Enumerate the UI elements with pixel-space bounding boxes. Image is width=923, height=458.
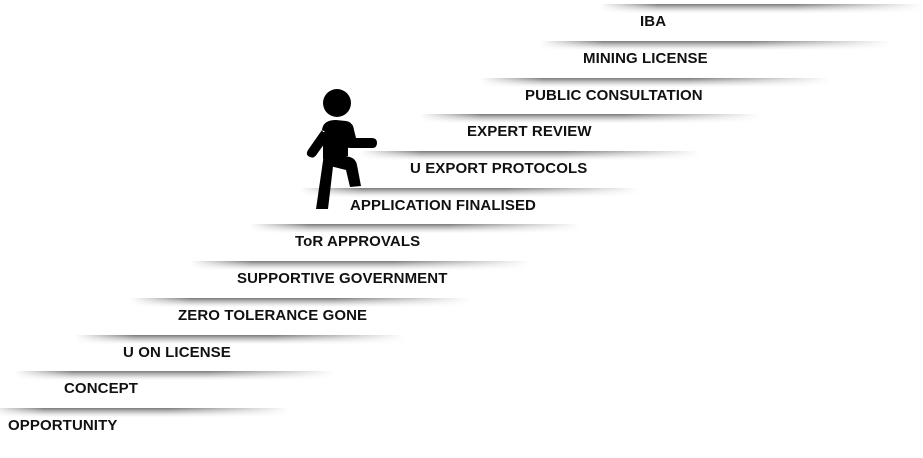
step-label: EXPERT REVIEW <box>467 123 592 140</box>
step-tread <box>15 371 335 380</box>
step-tread <box>480 78 830 87</box>
step-concept: CONCEPT <box>15 371 335 407</box>
step-label: ToR APPROVALS <box>295 233 421 250</box>
step-tread <box>190 261 530 270</box>
step-iba: IBA <box>600 4 923 40</box>
step-label: CONCEPT <box>64 380 139 397</box>
person-walking-up-stairs-icon <box>306 89 377 209</box>
step-label: IBA <box>640 13 667 30</box>
step-public-consultation: PUBLIC CONSULTATION <box>480 78 830 114</box>
step-label: OPPORTUNITY <box>8 417 118 434</box>
head-icon <box>323 89 351 117</box>
step-tread <box>420 114 760 123</box>
step-label: APPLICATION FINALISED <box>350 197 536 214</box>
step-zero-tolerance-gone: ZERO TOLERANCE GONE <box>130 298 470 334</box>
step-tread <box>600 4 923 13</box>
step-tread <box>360 151 700 160</box>
step-label: U ON LICENSE <box>123 344 231 361</box>
step-tread <box>250 224 580 233</box>
step-tread <box>540 41 890 50</box>
step-tread <box>130 298 470 307</box>
step-mining-license: MINING LICENSE <box>540 41 890 77</box>
step-label: SUPPORTIVE GOVERNMENT <box>237 270 448 287</box>
step-supportive-government: SUPPORTIVE GOVERNMENT <box>190 261 530 297</box>
step-label: PUBLIC CONSULTATION <box>525 87 703 104</box>
step-tread <box>75 335 405 344</box>
step-expert-review: EXPERT REVIEW <box>420 114 760 150</box>
step-label: MINING LICENSE <box>583 50 708 67</box>
step-label: U EXPORT PROTOCOLS <box>410 160 588 177</box>
step-u-export-protocols: U EXPORT PROTOCOLS <box>360 151 700 187</box>
step-tread <box>300 188 640 197</box>
step-tread <box>0 408 290 417</box>
step-opportunity: OPPORTUNITY <box>0 408 290 444</box>
step-application-finalised: APPLICATION FINALISED <box>300 188 640 224</box>
step-tor-approvals: ToR APPROVALS <box>250 224 580 260</box>
step-label: ZERO TOLERANCE GONE <box>178 307 368 324</box>
step-u-on-license: U ON LICENSE <box>75 335 405 371</box>
